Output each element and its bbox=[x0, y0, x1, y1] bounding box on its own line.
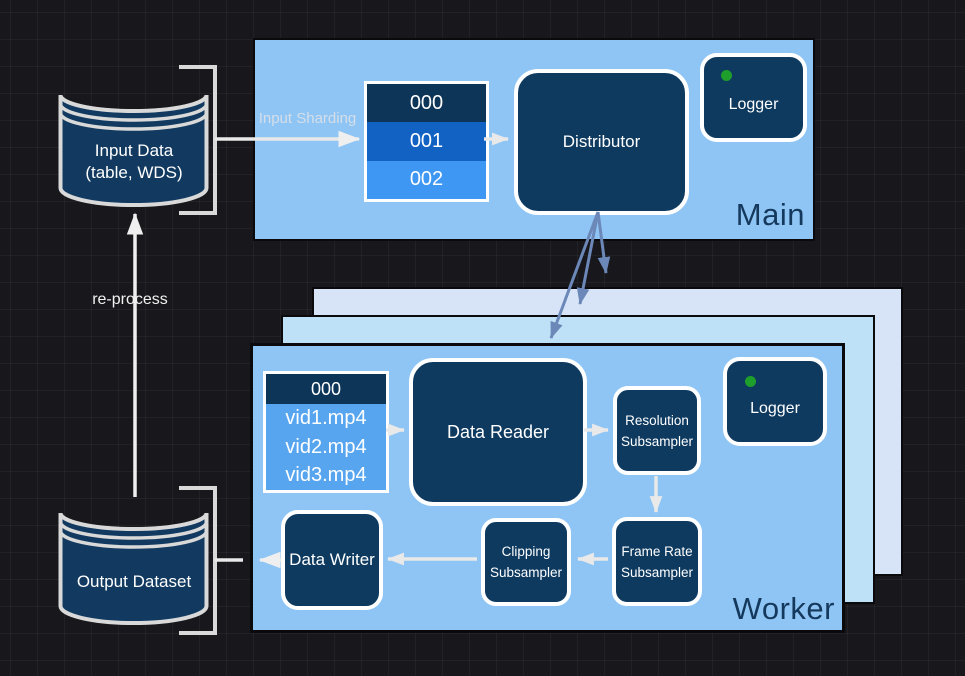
frame-rate-subsampler-label-line2: Subsampler bbox=[620, 564, 694, 580]
worker-shard-header: 000 bbox=[266, 374, 386, 404]
shard-row: 000 bbox=[367, 84, 486, 123]
logger-label: Logger bbox=[728, 95, 779, 113]
clipping-subsampler-node[interactable]: Clipping Subsampler bbox=[481, 518, 571, 606]
worker-shard-item: vid1.mp4 bbox=[285, 406, 367, 429]
worker-logger-node[interactable]: Logger bbox=[723, 357, 827, 446]
logger-label: Logger bbox=[750, 399, 800, 417]
main-container[interactable]: 000 001 002 Distributor Logger Main bbox=[253, 38, 815, 241]
main-logger-node[interactable]: Logger bbox=[700, 53, 807, 142]
logger-status-icon bbox=[721, 70, 732, 81]
clipping-subsampler-label-line1: Clipping bbox=[501, 544, 551, 559]
input-data-label-line1: Input Data bbox=[94, 141, 174, 160]
input-sharding-label: Input Sharding bbox=[258, 110, 357, 127]
frame-rate-subsampler-node[interactable]: Frame Rate Subsampler bbox=[612, 517, 702, 606]
resolution-subsampler-label-line1: Resolution bbox=[625, 412, 689, 428]
shard-row: 002 bbox=[367, 160, 486, 199]
resolution-subsampler-label-line2: Subsampler bbox=[620, 433, 694, 449]
data-writer-node[interactable]: Data Writer bbox=[281, 510, 383, 610]
data-reader-node[interactable]: Data Reader bbox=[409, 358, 587, 506]
distributor-node[interactable]: Distributor bbox=[514, 69, 689, 215]
output-dataset-cylinder[interactable] bbox=[58, 512, 209, 625]
worker-shard-item: vid2.mp4 bbox=[285, 435, 367, 458]
data-reader-label: Data Reader bbox=[446, 421, 550, 442]
logger-status-icon bbox=[745, 376, 756, 387]
main-container-title: Main bbox=[735, 197, 805, 232]
clipping-subsampler-label-line2: Subsampler bbox=[489, 565, 563, 580]
input-data-label: Input Data (table, WDS) bbox=[48, 140, 220, 184]
worker-container[interactable]: 000 vid1.mp4 vid2.mp4 vid3.mp4 Data Read… bbox=[250, 343, 845, 633]
output-dataset-bracket bbox=[179, 486, 217, 635]
data-writer-label: Data Writer bbox=[289, 550, 375, 569]
frame-rate-subsampler-label-line1: Frame Rate bbox=[621, 543, 693, 559]
shard-row: 001 bbox=[367, 122, 486, 161]
worker-container-title: Worker bbox=[732, 591, 835, 626]
output-dataset-label: Output Dataset bbox=[76, 572, 192, 591]
distributor-label: Distributor bbox=[562, 132, 641, 151]
shard-table[interactable]: 000 001 002 bbox=[364, 81, 489, 202]
worker-shard-list[interactable]: 000 vid1.mp4 vid2.mp4 vid3.mp4 bbox=[263, 371, 389, 493]
worker-shard-item: vid3.mp4 bbox=[285, 464, 367, 487]
input-data-label-line2: (table, WDS) bbox=[85, 163, 183, 182]
re-process-label: re-process bbox=[92, 291, 168, 308]
resolution-subsampler-node[interactable]: Resolution Subsampler bbox=[613, 386, 701, 475]
